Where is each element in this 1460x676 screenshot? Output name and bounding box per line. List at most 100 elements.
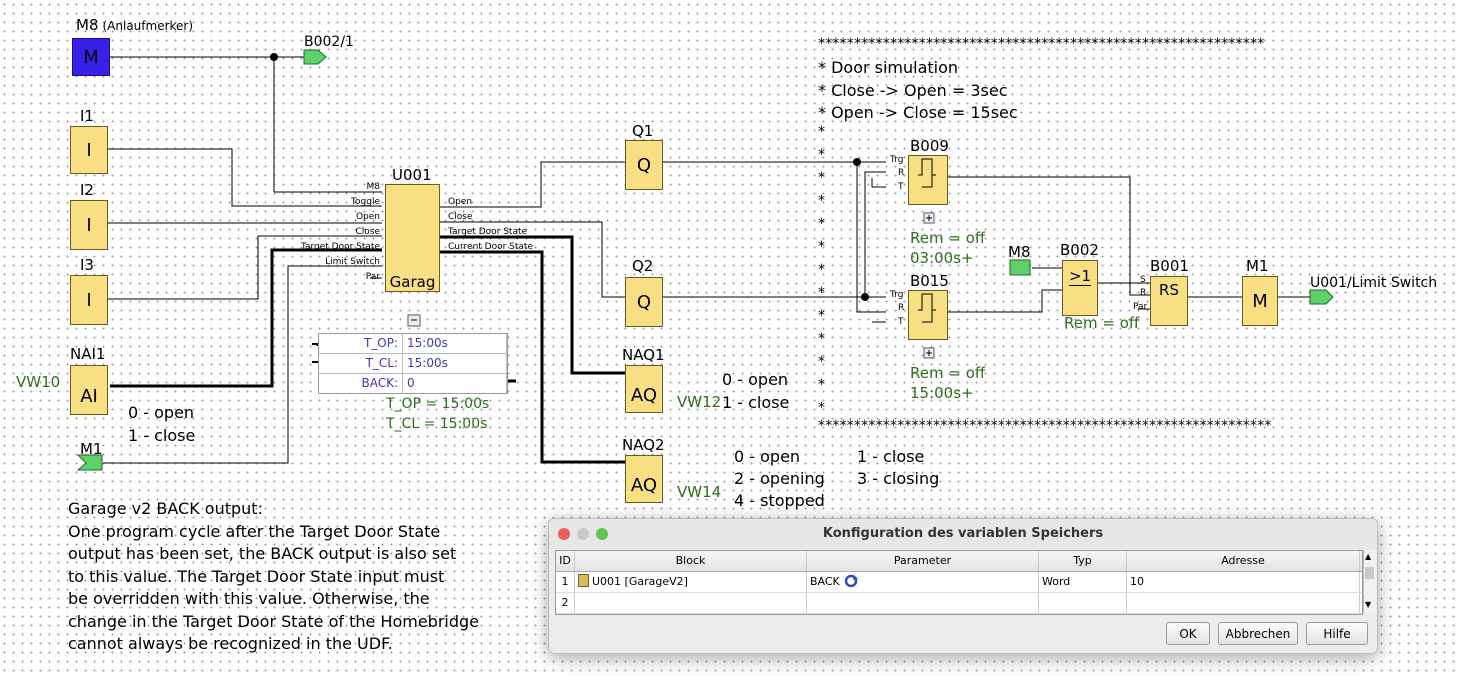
naq2-label: NAQ2 [622,436,665,454]
table-row[interactable]: 1 U001 [GarageV2] BACK Word 10 [556,572,1362,593]
b001-label: B001 [1150,257,1189,275]
nai1-analog-input-block[interactable]: AI [70,365,108,415]
row-typ[interactable]: Word [1039,572,1127,592]
param-value: 15:00s [403,334,507,353]
u001-pin-open: Open [355,212,380,222]
table-scrollbar[interactable]: ▲ ▼ [1363,550,1376,613]
memory-config-table[interactable]: ID Block Parameter Typ Adresse 1 U001 [G… [555,550,1363,615]
svg-text:*: * [818,193,825,209]
b009-pin-r: R [898,168,905,178]
b001-pin-r: R [1140,288,1147,298]
variable-memory-config-dialog[interactable]: Konfiguration des variablen Speichers ID… [548,518,1378,654]
ok-button[interactable]: OK [1166,622,1210,645]
sim-comment-line-1: * Door simulation [818,58,959,77]
q2-symbol: Q [636,291,652,313]
sim-comment-line-2: * Close -> Open = 3sec [818,81,1008,100]
i1-input-block[interactable]: I [70,126,108,174]
i2-symbol: I [86,214,92,236]
b009-label: B009 [910,137,949,155]
b015-timer-icon [918,293,936,323]
m1-flag-block[interactable]: M [1242,276,1278,326]
param-row: T_CL:15:00s [319,354,507,374]
svg-text:*: * [818,124,825,140]
m8-startup-flag-block[interactable]: M [72,38,110,76]
naq2-legend-4: 4 - stopped [734,491,825,510]
b001-rs-latch-block[interactable]: RS [1150,276,1188,326]
back-note-line: change in the Target Door State of the H… [68,611,480,631]
m1-symbol: M [1252,290,1268,312]
row-id: 2 [556,593,575,613]
u001-out-current-door-state: Current Door State [448,242,533,252]
b002-label: B002 [1060,241,1099,259]
b015-pin-trg: Trg [890,290,904,300]
q2-label: Q2 [632,257,654,275]
b009-on-delay-block[interactable] [908,155,948,205]
cancel-button[interactable]: Abbrechen [1218,622,1298,645]
b009-timer-icon [918,158,936,188]
svg-text:*: * [818,285,825,301]
sim-comment-border-bottom: ****************************************… [818,418,1272,434]
dialog-titlebar[interactable]: Konfiguration des variablen Speichers [549,519,1377,549]
row-parameter[interactable]: BACK [807,572,1039,592]
nai-legend-0: 0 - open [128,403,195,422]
col-header-adresse[interactable]: Adresse [1127,551,1360,571]
svg-text:*: * [818,400,825,414]
row-block[interactable] [575,593,807,613]
col-header-parameter[interactable]: Parameter [807,551,1039,571]
naq2-vw14-tag: VW14 [677,483,722,501]
b015-on-delay-block[interactable] [908,290,948,340]
col-header-id[interactable]: ID [556,551,575,571]
b015-time: 15:00s+ [910,384,974,402]
back-note-title: Garage v2 BACK output: [68,499,263,518]
row-parameter[interactable] [807,593,1039,613]
naq2-legend-0: 0 - open [734,447,801,466]
row-block[interactable]: U001 [GarageV2] [575,572,807,592]
u001-out-target-door-state: Target Door State [448,227,528,237]
b002-rem: Rem = off [1064,314,1140,332]
row-adresse[interactable] [1127,593,1360,613]
back-note-line: be overridden with this value. Otherwise… [68,589,430,608]
close-window-icon[interactable] [558,528,570,540]
table-header: ID Block Parameter Typ Adresse [556,551,1362,572]
naq2-analog-output-block[interactable]: AQ [625,455,663,503]
col-header-typ[interactable]: Typ [1039,551,1127,571]
naq1-analog-output-block[interactable]: AQ [625,365,663,413]
sim-comment-border-top: ****************************************… [818,36,1265,52]
u001-garage-udf-block[interactable]: Garag [385,184,440,292]
scroll-thumb[interactable] [1365,567,1374,579]
u001-pin-close: Close [355,227,380,237]
m1-in-label: M1 [80,440,103,458]
u001-garage-text: Garag [389,273,436,291]
param-summary-top: T_OP = 15:00s [386,396,490,412]
minimize-window-icon[interactable] [577,528,589,540]
b009-rem: Rem = off [910,229,986,247]
table-row[interactable]: 2 [556,593,1362,614]
row-adresse[interactable]: 10 [1127,572,1360,592]
zoom-window-icon[interactable] [596,528,608,540]
svg-text:*: * [818,308,825,324]
u001-pin-target-door-state: Target Door State [300,242,380,252]
u001-parameter-table[interactable]: T_OP:15:00s T_CL:15:00s BACK:0 [318,333,508,394]
i2-input-block[interactable]: I [70,200,108,250]
u001-pin-toggle: Toggle [351,197,380,207]
i3-input-block[interactable]: I [70,275,108,325]
row-typ[interactable] [1039,593,1127,613]
b002-1-label: B002/1 [304,34,354,50]
b015-label: B015 [910,272,949,290]
m8-sim-label: M8 [1008,243,1031,261]
u001-limit-switch-connector-label: U001/Limit Switch [1310,275,1438,291]
col-header-block[interactable]: Block [575,551,807,571]
help-button[interactable]: Hilfe [1306,622,1368,645]
param-key: T_CL: [319,354,403,373]
b009-time: 03:00s+ [910,249,974,267]
q2-output-block[interactable]: Q [625,277,663,327]
scroll-down-icon[interactable]: ▼ [1365,600,1372,609]
refresh-icon[interactable] [843,574,859,588]
sim-comment-left-stars: **** **** ***** [818,124,825,414]
scroll-up-icon[interactable]: ▲ [1365,552,1372,561]
nai1-label: NAI1 [70,345,106,363]
q1-output-block[interactable]: Q [625,140,663,190]
b002-or-block[interactable]: >1 [1062,260,1098,316]
svg-text:*: * [818,147,825,163]
